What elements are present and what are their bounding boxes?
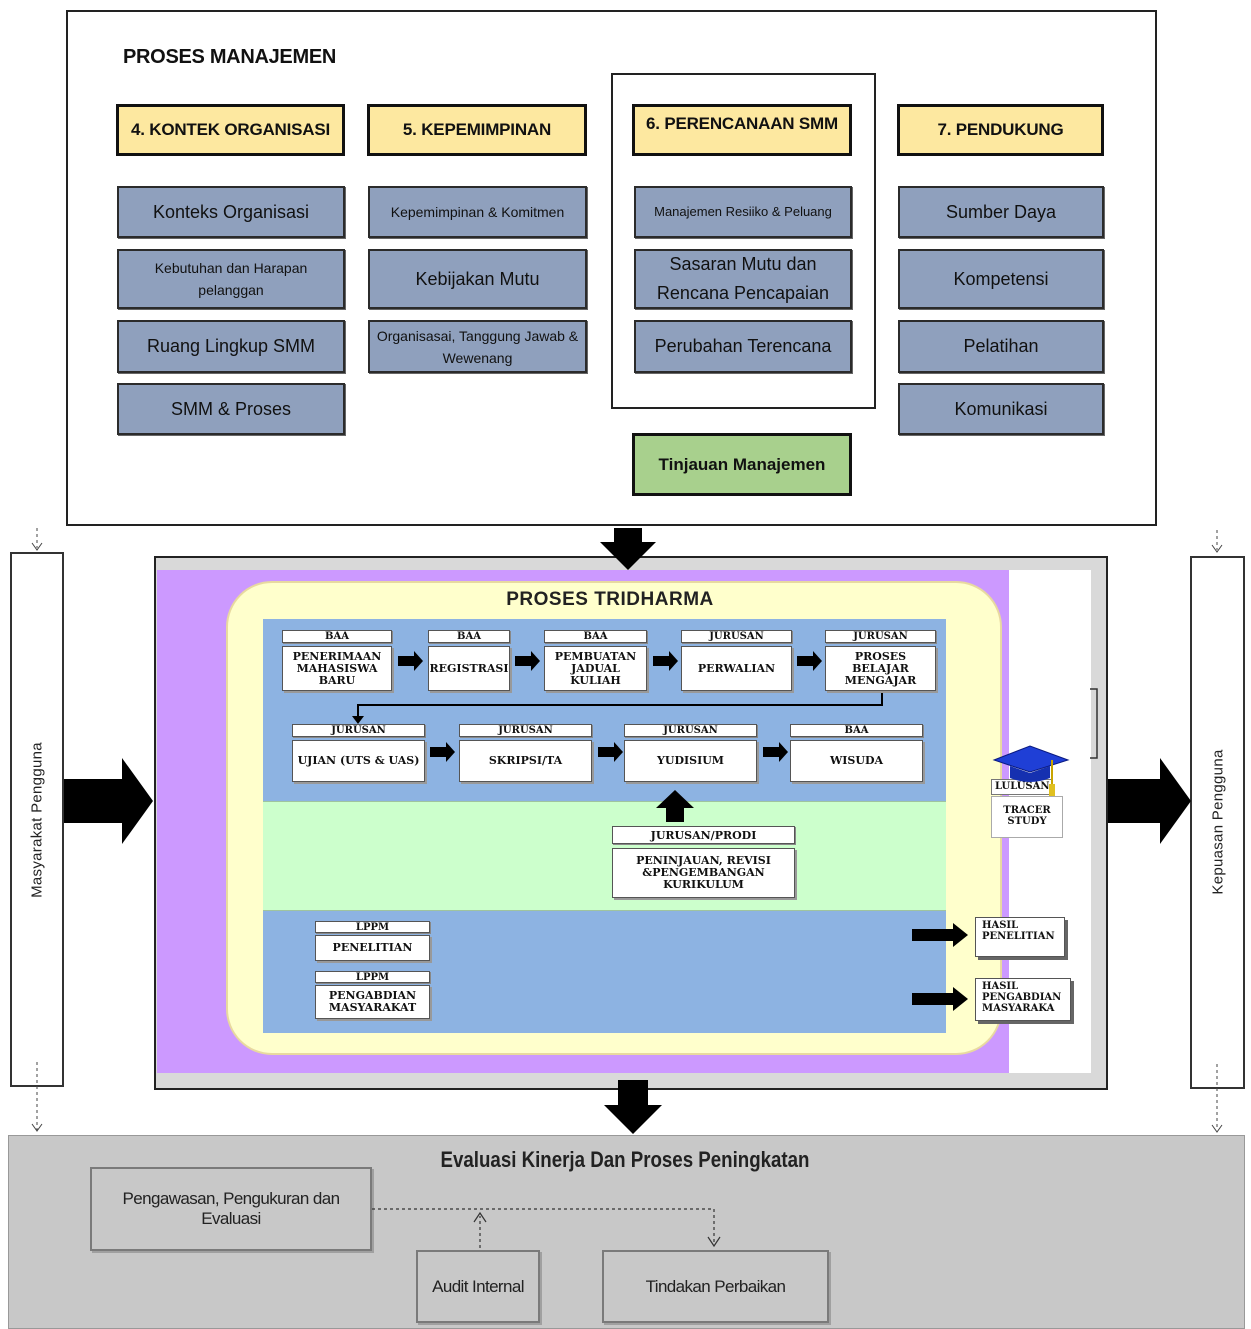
management-title: PROSES MANAJEMEN [123,46,337,68]
unit-label: JURUSAN [681,630,792,643]
step-ujian: UJIAN (UTS & UAS) [292,740,425,782]
step-penerimaan: PENERIMAAN MAHASISWA BARU [282,646,392,691]
header-perencanaan-smm: 6. PERENCANAAN SMM [632,104,852,156]
tridharma-title: PROSES TRIDHARMA [506,589,714,610]
item-konteks-organisasi: Konteks Organisasi [117,186,345,238]
item-pelatihan: Pelatihan [898,320,1104,373]
unit-label: BAA [428,630,510,643]
step-kurikulum: PENINJAUAN, REVISI &PENGEMBANGAN KURIKUL… [612,848,795,898]
unit-label: BAA [544,630,647,643]
right-column-label: Kepuasan Pengguna [1209,749,1227,895]
header-kontek-organisasi: 4. KONTEK ORGANISASI [116,104,345,156]
header-kepemimpinan: 5. KEPEMIMPINAN [367,104,587,156]
unit-label: BAA [282,630,392,643]
step-pengabdian: PENGABDIAN MASYARAKAT [315,985,430,1019]
item-kepemimpinan-komitmen: Kepemimpinan & Komitmen [368,186,587,238]
step-perwalian: PERWALIAN [681,646,792,691]
left-column [10,552,64,1087]
evaluation-title: Evaluasi Kinerja Dan Proses Peningkatan [440,1147,810,1172]
right-column [1190,556,1245,1089]
unit-label: JURUSAN [292,724,425,737]
step-wisuda: WISUDA [790,740,923,782]
graduation-cap-icon [992,745,1070,796]
item-kebijakan-mutu: Kebijakan Mutu [368,249,587,309]
item-komunikasi: Komunikasi [898,383,1104,435]
curriculum-band [263,801,946,911]
step-yudisium: YUDISIUM [624,740,757,782]
arrow-right-out [1108,758,1191,844]
box-pengawasan: Pengawasan, Pengukuran dan Evaluasi [90,1167,372,1251]
box-tindakan-perbaikan: Tindakan Perbaikan [602,1250,829,1323]
step-registrasi: REGISTRASI [428,646,510,691]
item-ruang-lingkup: Ruang Lingkup SMM [117,320,345,373]
box-audit-internal: Audit Internal [416,1250,540,1323]
tinjauan-manajemen: Tinjauan Manajemen [632,433,852,496]
item-sumber-daya: Sumber Daya [898,186,1104,238]
unit-label: LPPM [315,971,430,983]
item-kompetensi: Kompetensi [898,249,1104,309]
unit-label: JURUSAN [459,724,592,737]
planning-frame [611,73,876,409]
step-skripsi: SKRIPSI/TA [459,740,592,782]
unit-label: JURUSAN/PRODI [612,826,795,844]
item-organisasi-tanggung-jawab: Organisasai, Tanggung Jawab & Wewenang [368,320,587,373]
item-sasaran-mutu: Sasaran Mutu dan Rencana Pencapaian [634,249,852,309]
item-manajemen-resiko: Manajemen Resiiko & Peluang [634,186,852,238]
unit-label: BAA [790,724,923,737]
step-penelitian: PENELITIAN [315,935,430,961]
item-perubahan-terencana: Perubahan Terencana [634,320,852,373]
left-column-label: Masyarakat Pengguna [28,742,46,898]
arrow-left-in [64,758,153,844]
unit-label: JURUSAN [825,630,936,643]
step-proses-belajar: PROSES BELAJAR MENGAJAR [825,646,936,691]
unit-label: JURUSAN [624,724,757,737]
item-smm-proses: SMM & Proses [117,383,345,435]
hasil-pengabdian: HASIL PENGABDIAN MASYARAKA [975,978,1071,1021]
item-kebutuhan-harapan: Kebutuhan dan Harapan pelanggan [117,249,345,309]
hasil-penelitian: HASIL PENELITIAN [975,917,1065,957]
bracket-line [1090,688,1098,759]
step-jadual-kuliah: PEMBUATAN JADUAL KULIAH [544,646,647,691]
unit-label: LPPM [315,921,430,933]
tracer-study: TRACER STUDY [991,796,1063,838]
header-pendukung: 7. PENDUKUNG [897,104,1104,156]
